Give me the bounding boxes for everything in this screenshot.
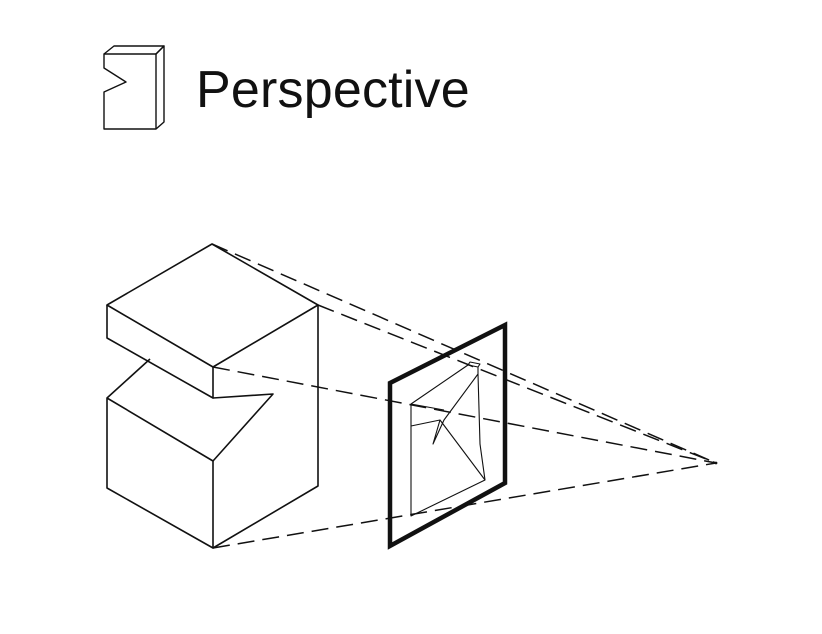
- projection-rays: [211, 243, 717, 549]
- ray-notch: [212, 366, 717, 464]
- block-right-side: [212, 305, 319, 549]
- notched-block-icon: [103, 45, 165, 130]
- eye-point: [714, 461, 718, 465]
- notched-block-object: [106, 243, 319, 549]
- ray-top-right: [317, 304, 717, 464]
- page-title: Perspective: [196, 61, 470, 119]
- projected-image: [410, 361, 486, 517]
- lower-block-front: [106, 397, 214, 549]
- notch-edges: [212, 393, 274, 462]
- picture-plane: [387, 321, 508, 550]
- ray-top-back: [211, 243, 717, 464]
- slab-top-face: [106, 243, 319, 368]
- slab-front-face: [106, 305, 214, 399]
- lower-block-top: [106, 358, 151, 399]
